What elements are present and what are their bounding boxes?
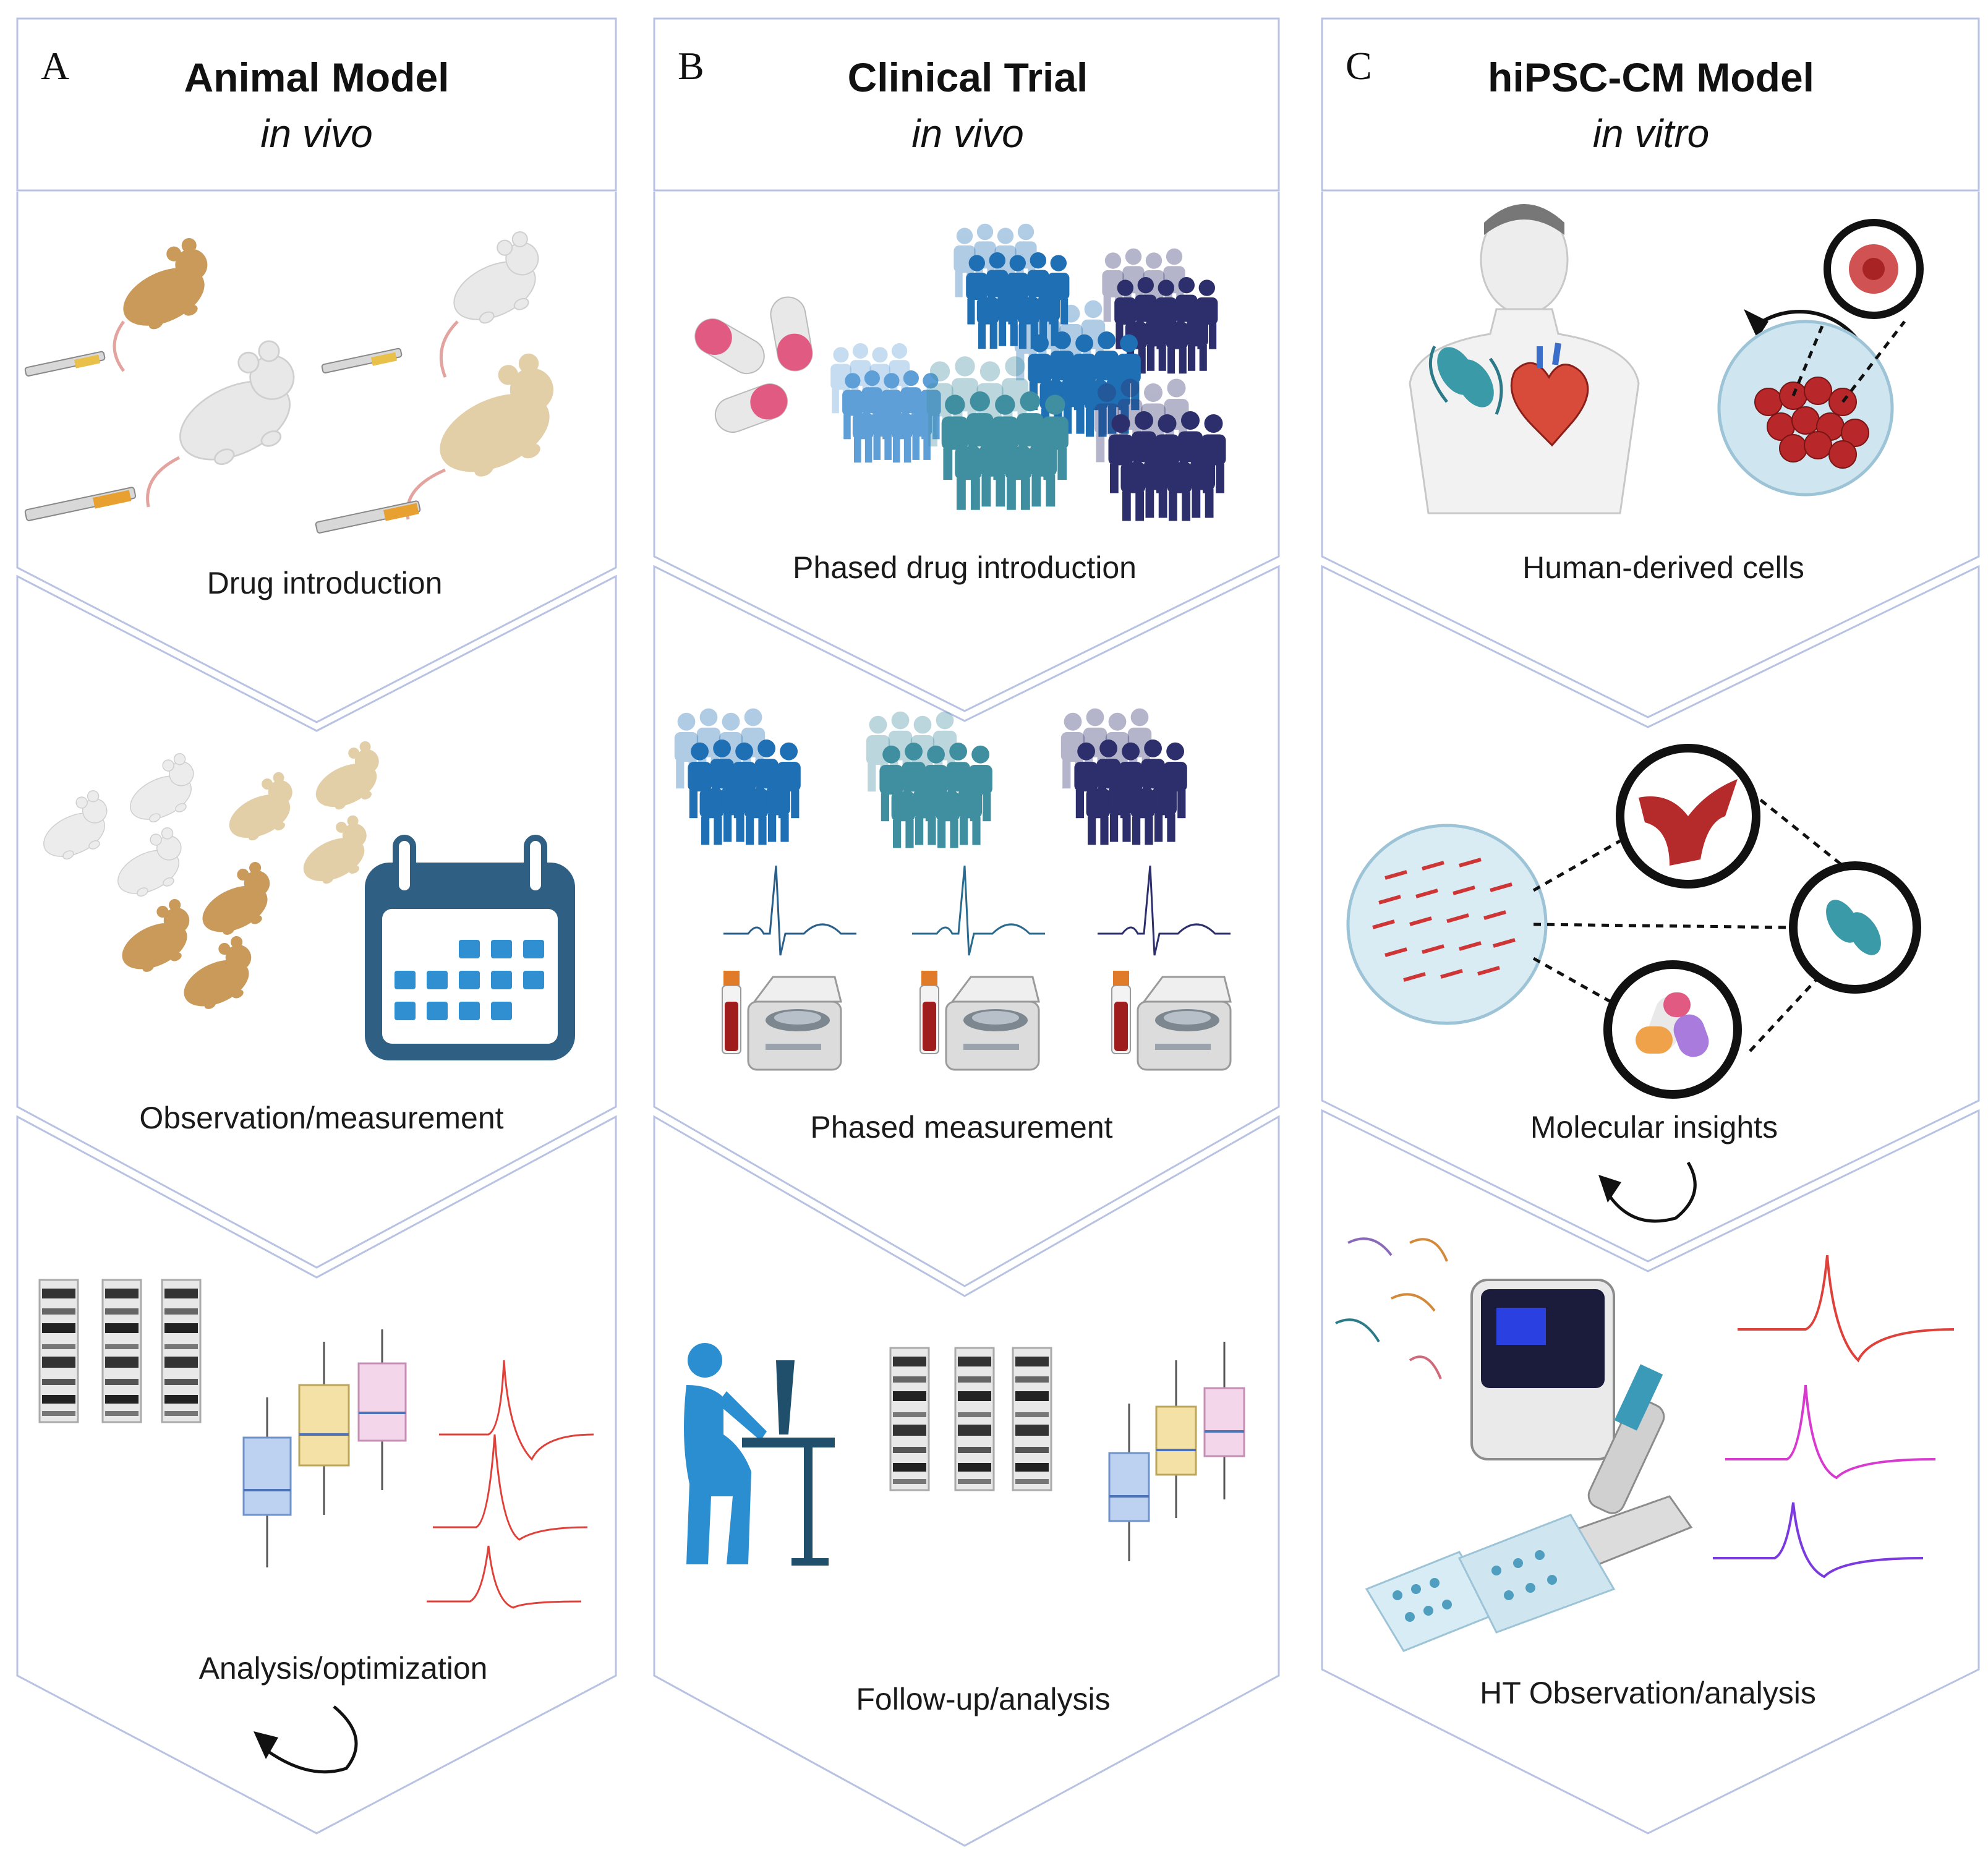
cardiomyocyte-dish-illustration [1346,744,1921,1099]
panel-c-step3-caption: HT Observation/analysis [1480,1676,1816,1710]
panel-a-header-frame [16,17,617,192]
panel-b-gel-bands [889,1347,1052,1491]
panel-a: A Animal Model in vivo [16,17,617,1835]
petri-dish-cells-illustration [1717,219,1924,497]
injected-mice-illustration [24,228,578,534]
cohort-crowds [675,709,1187,848]
panel-b-step3-caption: Follow-up/analysis [856,1682,1110,1716]
panel-c-cycle-arrow-icon [1598,1161,1697,1223]
calendar-icon [365,835,575,1060]
panel-c-header-frame [1321,17,1980,192]
panel-c-subtitle: in vitro [1593,111,1710,156]
panel-a-action-potential-traces [427,1360,594,1609]
panel-a-step3-frame [16,1115,617,1835]
panel-b: B Clinical Trial in vivo Phased drug int… [653,17,1280,1847]
panel-a-gel-bands [38,1279,202,1423]
panel-c-step1-caption: Human-derived cells [1522,550,1804,585]
panel-a-step2-caption: Observation/measurement [139,1101,503,1135]
panel-a-subtitle: in vivo [260,111,372,156]
panel-c-step2-frame [1321,565,1980,1263]
panel-b-subtitle: in vivo [911,111,1023,156]
panel-b-letter: B [678,44,704,88]
panel-b-boxplots [1108,1342,1245,1561]
panel-a-boxplots [242,1329,407,1567]
centrifuge-blood-icons [721,970,1232,1071]
panel-b-step2-caption: Phased measurement [810,1110,1112,1145]
observed-mice-illustration [30,738,393,1019]
panel-c-letter: C [1346,44,1372,88]
participant-crowd-illustration [830,224,1226,521]
panel-c-step3-frame [1321,1109,1980,1835]
panel-c: C hiPSC-CM Model in vitro [1321,17,1980,1835]
panel-c-title: hiPSC-CM Model [1488,54,1814,100]
panel-b-step1-frame [653,192,1280,712]
ecg-traces [723,865,1231,956]
panel-a-step1-frame [16,192,617,723]
panel-c-step2-caption: Molecular insights [1530,1110,1778,1145]
pill-capsules-icon [694,296,813,433]
heart-icon [1510,343,1589,447]
syringe-icon [24,347,421,534]
cycle-arrow-icon [254,1705,358,1774]
panel-b-step2-frame [653,565,1280,1287]
panel-c-step1-frame [1321,192,1980,718]
panel-a-title: Animal Model [184,54,449,100]
panel-b-header-frame [653,17,1280,192]
panel-a-step3-caption: Analysis/optimization [199,1651,488,1686]
panel-b-step3-frame [653,1115,1280,1847]
panel-a-step2-frame [16,574,617,1269]
panel-b-title: Clinical Trial [848,54,1088,100]
panel-c-signal-traces [1713,1255,1955,1579]
panel-b-step1-caption: Phased drug introduction [793,550,1137,585]
screening-instrument-illustration [1335,1237,1693,1652]
researcher-workstation-icon [684,1343,835,1566]
panel-a-step1-caption: Drug introduction [207,566,443,600]
ion-channel-icon [1428,345,1503,415]
panel-a-letter: A [41,44,69,88]
